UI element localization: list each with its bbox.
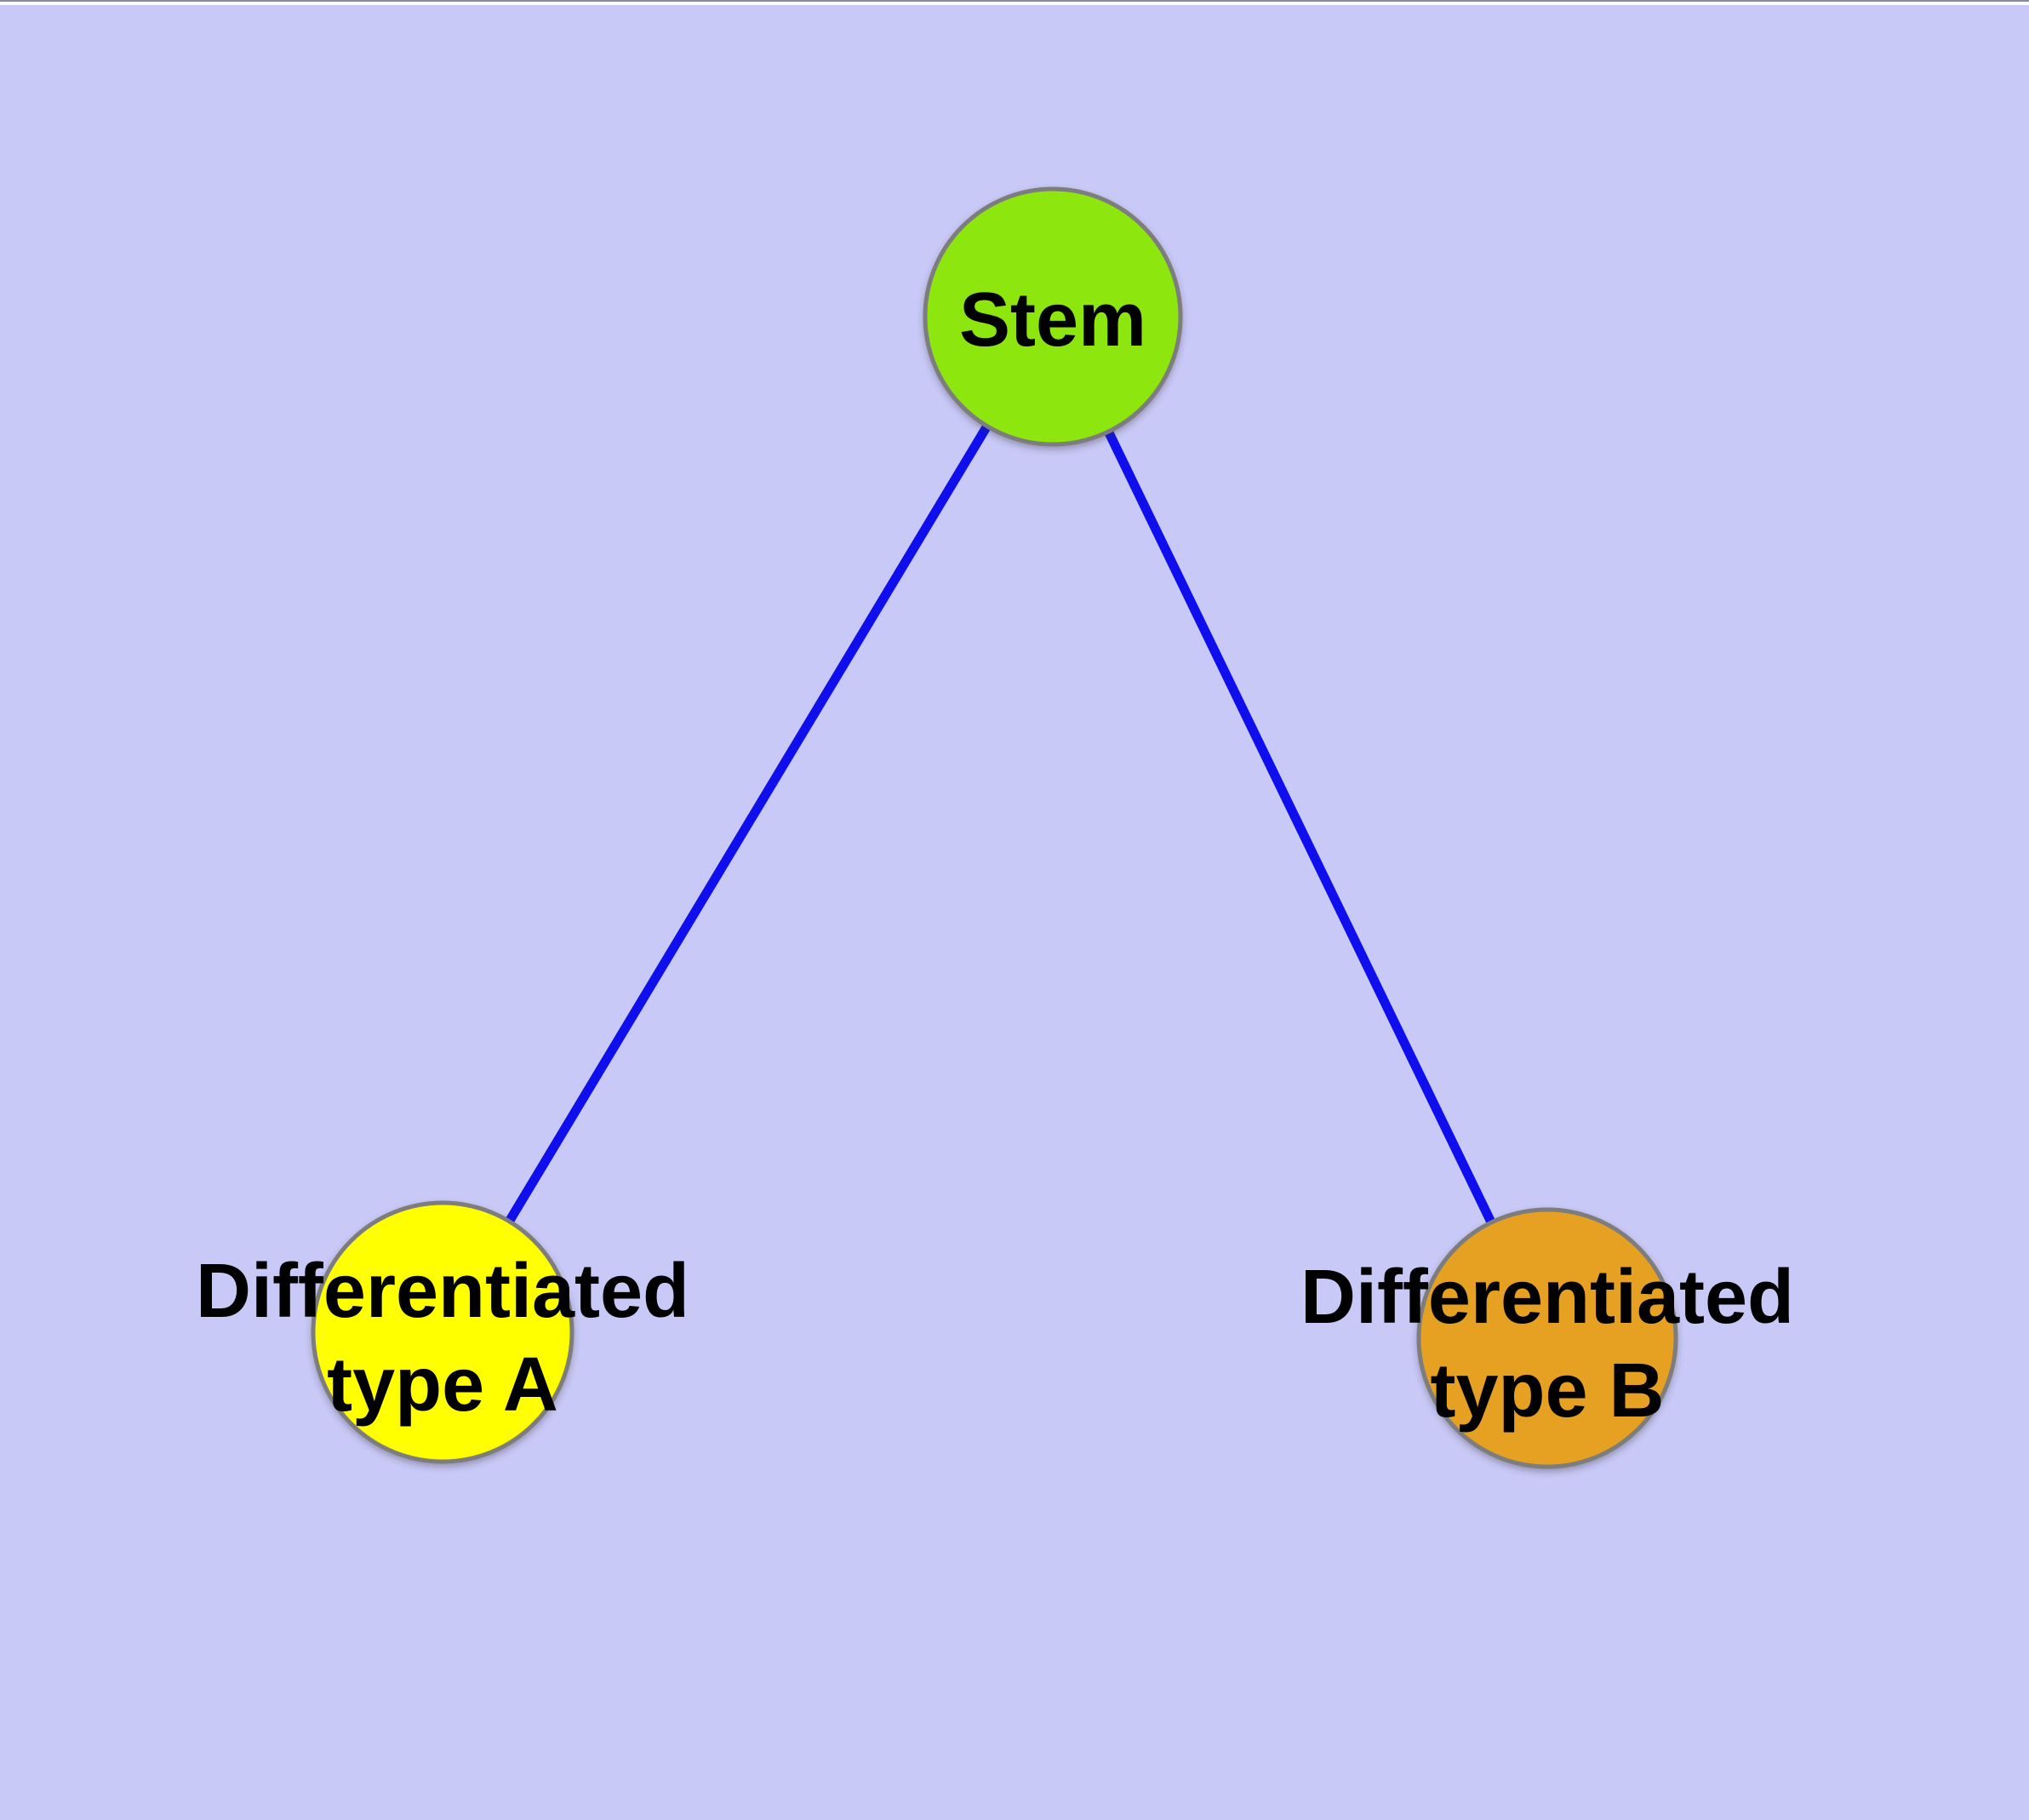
node-group [311, 186, 1678, 1469]
edge-stem-to-type-b [1049, 314, 1552, 1341]
node-type-a-label-line1: Differentiated [196, 1249, 689, 1334]
node-differentiated-type-b[interactable] [1416, 1207, 1678, 1469]
node-type-b-label-line2: type B [1430, 1348, 1664, 1434]
edge-group [438, 314, 1552, 1341]
node-type-a-label-line2: type A [327, 1342, 558, 1428]
label-group: Stem Differentiated type A Differentiate… [196, 278, 1794, 1434]
canvas-top-edge-strip [0, 2, 2029, 5]
node-stem-label: Stem [959, 278, 1146, 363]
node-stem[interactable] [923, 186, 1183, 447]
canvas-top-edge-line [0, 0, 2029, 2]
node-differentiated-type-a[interactable] [311, 1200, 574, 1464]
edge-stem-to-type-a [438, 314, 1057, 1335]
node-type-b-label-line1: Differentiated [1300, 1255, 1794, 1340]
